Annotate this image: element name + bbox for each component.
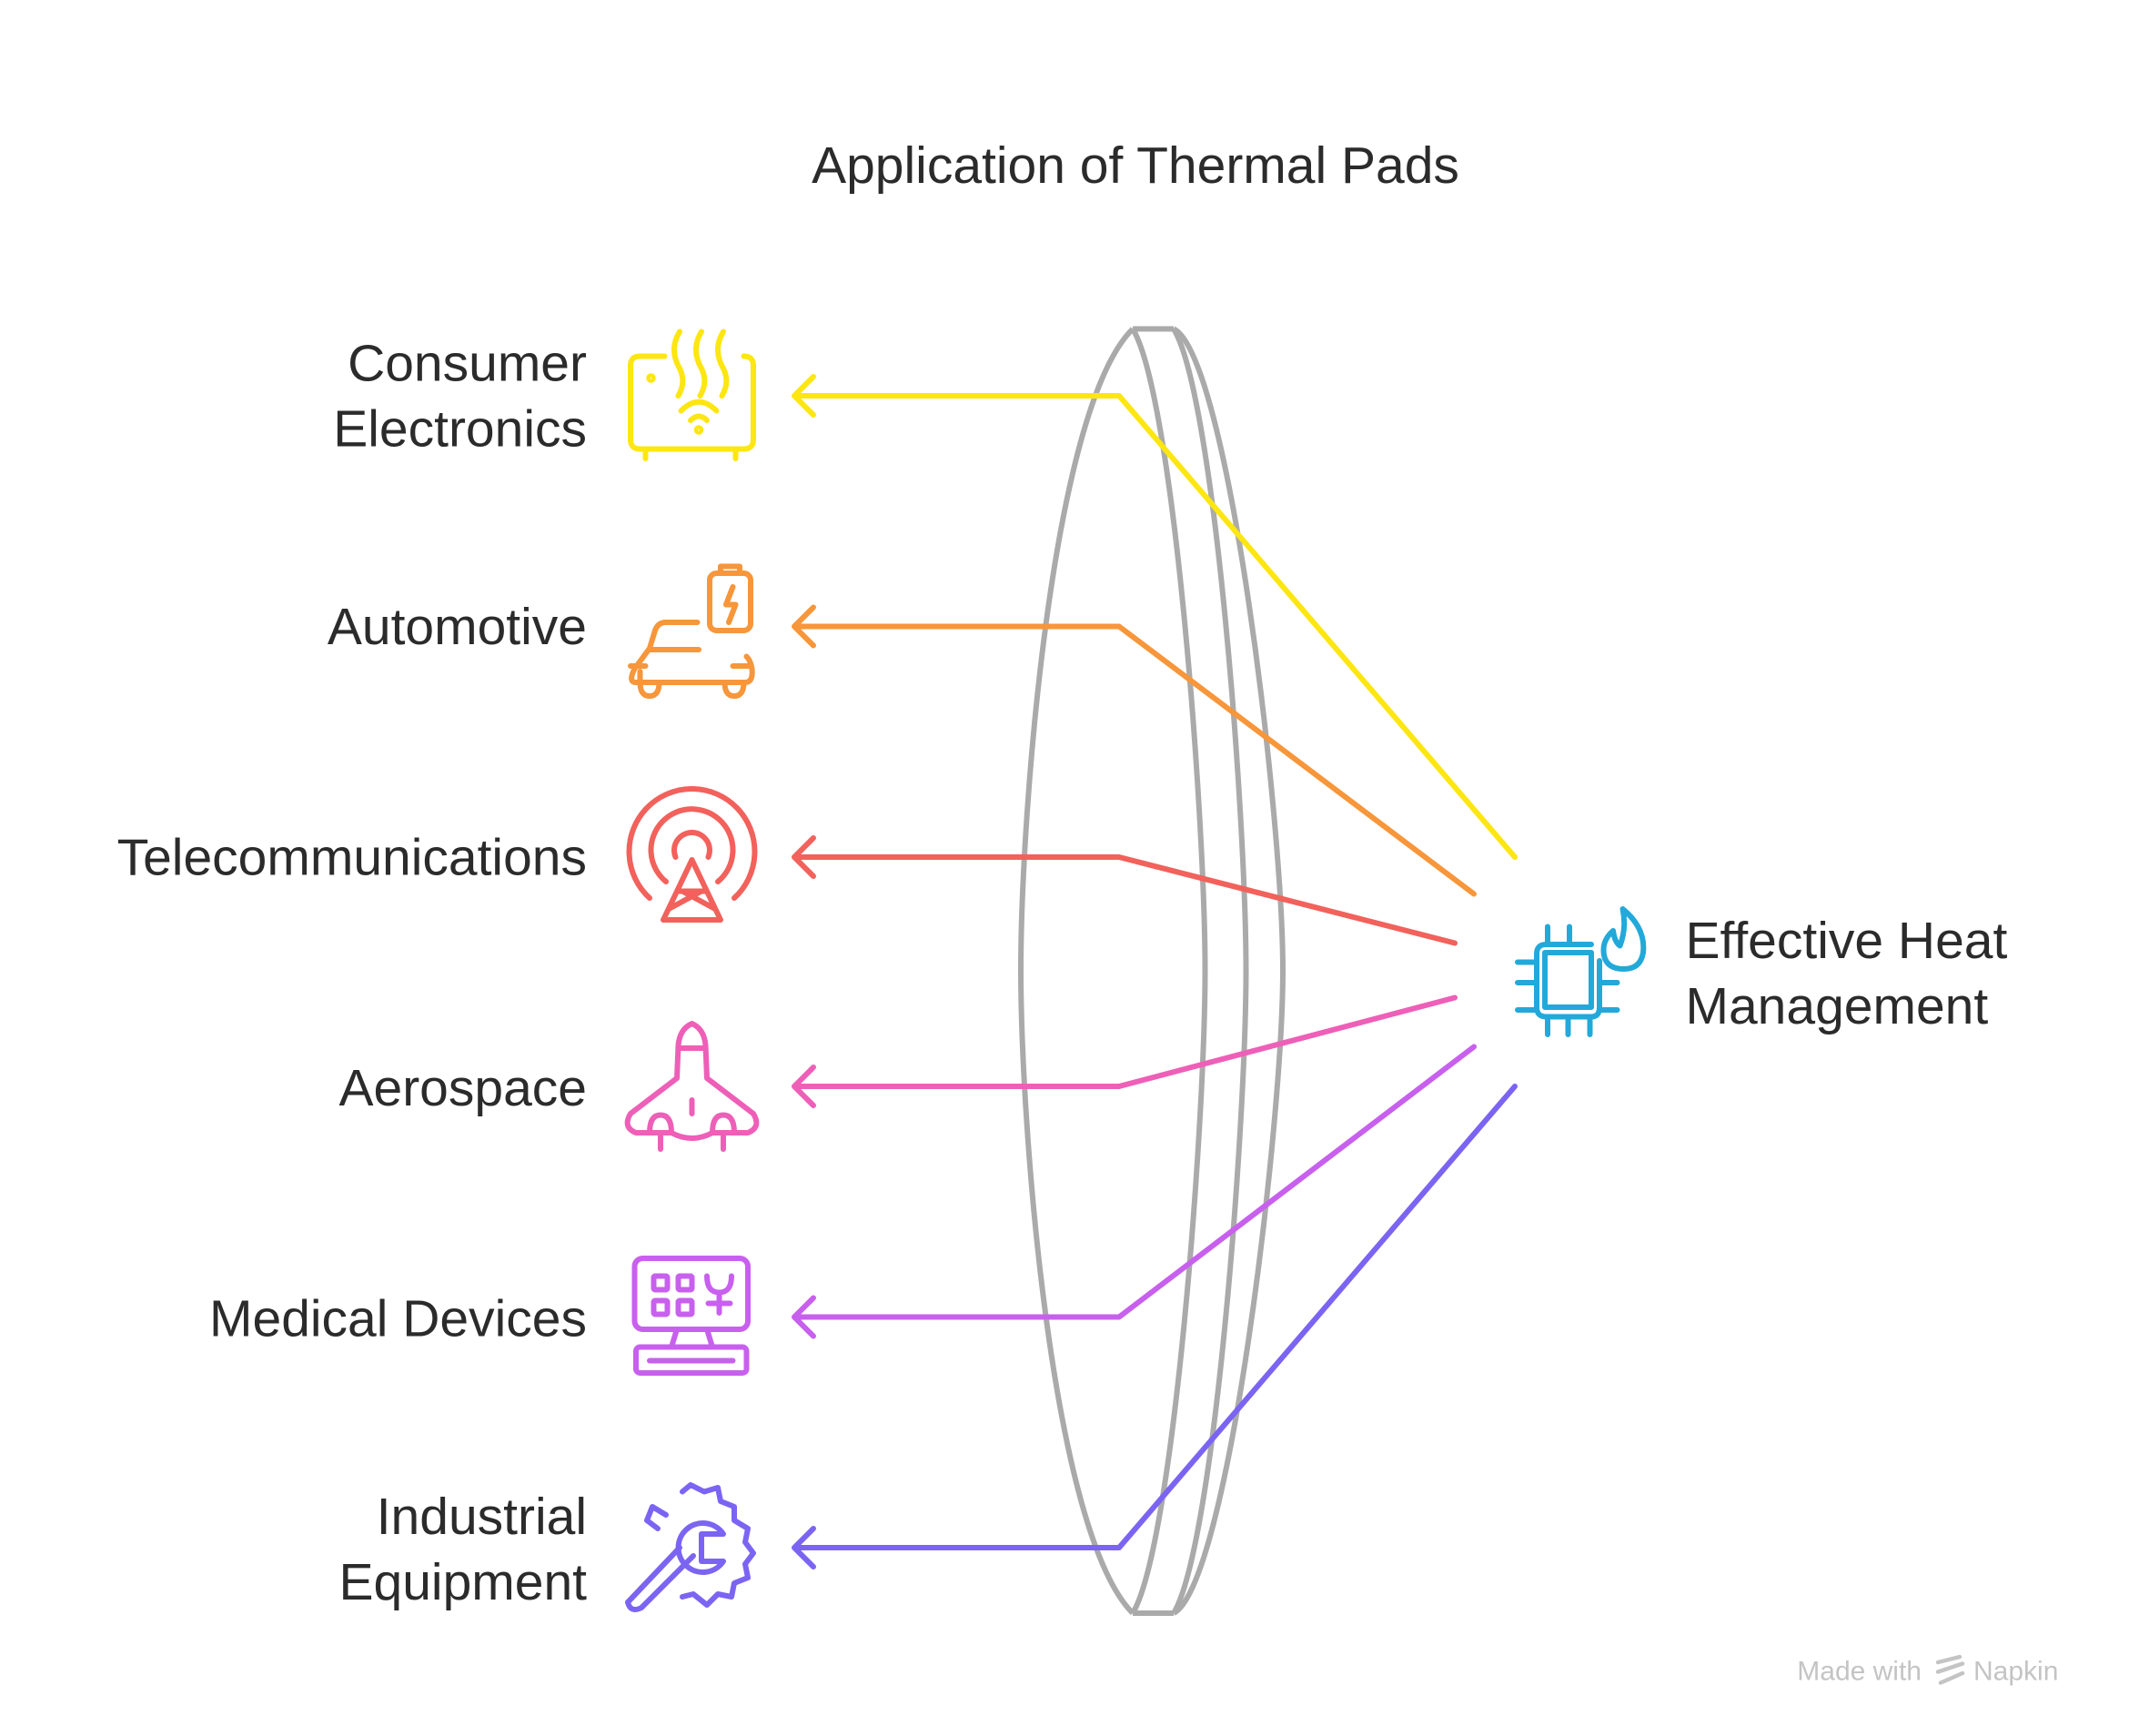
chip-flame-icon xyxy=(1515,906,1647,1037)
application-labels: Consumer Electronics Automotive Telecomm… xyxy=(117,335,588,1612)
label-industrial-equipment-2: Equipment xyxy=(338,1553,587,1611)
label-automotive: Automotive xyxy=(328,598,587,656)
label-industrial-equipment-1: Industrial xyxy=(377,1488,587,1546)
label-consumer-electronics-2: Electronics xyxy=(333,400,587,459)
diagram-title: Application of Thermal Pads xyxy=(812,136,1459,195)
radio-tower-icon xyxy=(626,786,758,923)
heater-wifi-icon xyxy=(628,328,756,461)
connector-industrial-equipment xyxy=(792,1084,1518,1569)
target-label-1: Effective Heat xyxy=(1686,912,2008,970)
label-consumer-electronics-1: Consumer xyxy=(348,335,587,393)
connector-aerospace xyxy=(792,994,1458,1108)
label-medical-devices: Medical Devices xyxy=(209,1290,587,1348)
thermal-pad-lens xyxy=(1017,326,1286,1616)
watermark-prefix: Made with xyxy=(1797,1657,1922,1687)
watermark: Made with Napkin xyxy=(1797,1654,2058,1687)
target-label-2: Management xyxy=(1686,977,1989,1035)
connector-consumer-electronics xyxy=(792,374,1518,860)
label-telecommunications: Telecommunications xyxy=(117,829,587,887)
electric-car-icon xyxy=(628,563,755,699)
connector-automotive xyxy=(792,604,1477,897)
connectors xyxy=(792,374,1518,1569)
gear-wrench-icon xyxy=(625,1482,756,1612)
napkin-logo-icon xyxy=(1935,1654,1965,1685)
medical-monitor-icon xyxy=(631,1256,751,1376)
label-aerospace: Aerospace xyxy=(338,1059,587,1117)
connector-medical-devices xyxy=(792,1044,1477,1339)
watermark-brand: Napkin xyxy=(1973,1657,2058,1687)
connector-telecommunications xyxy=(792,835,1458,946)
spaceship-icon xyxy=(624,1021,760,1152)
